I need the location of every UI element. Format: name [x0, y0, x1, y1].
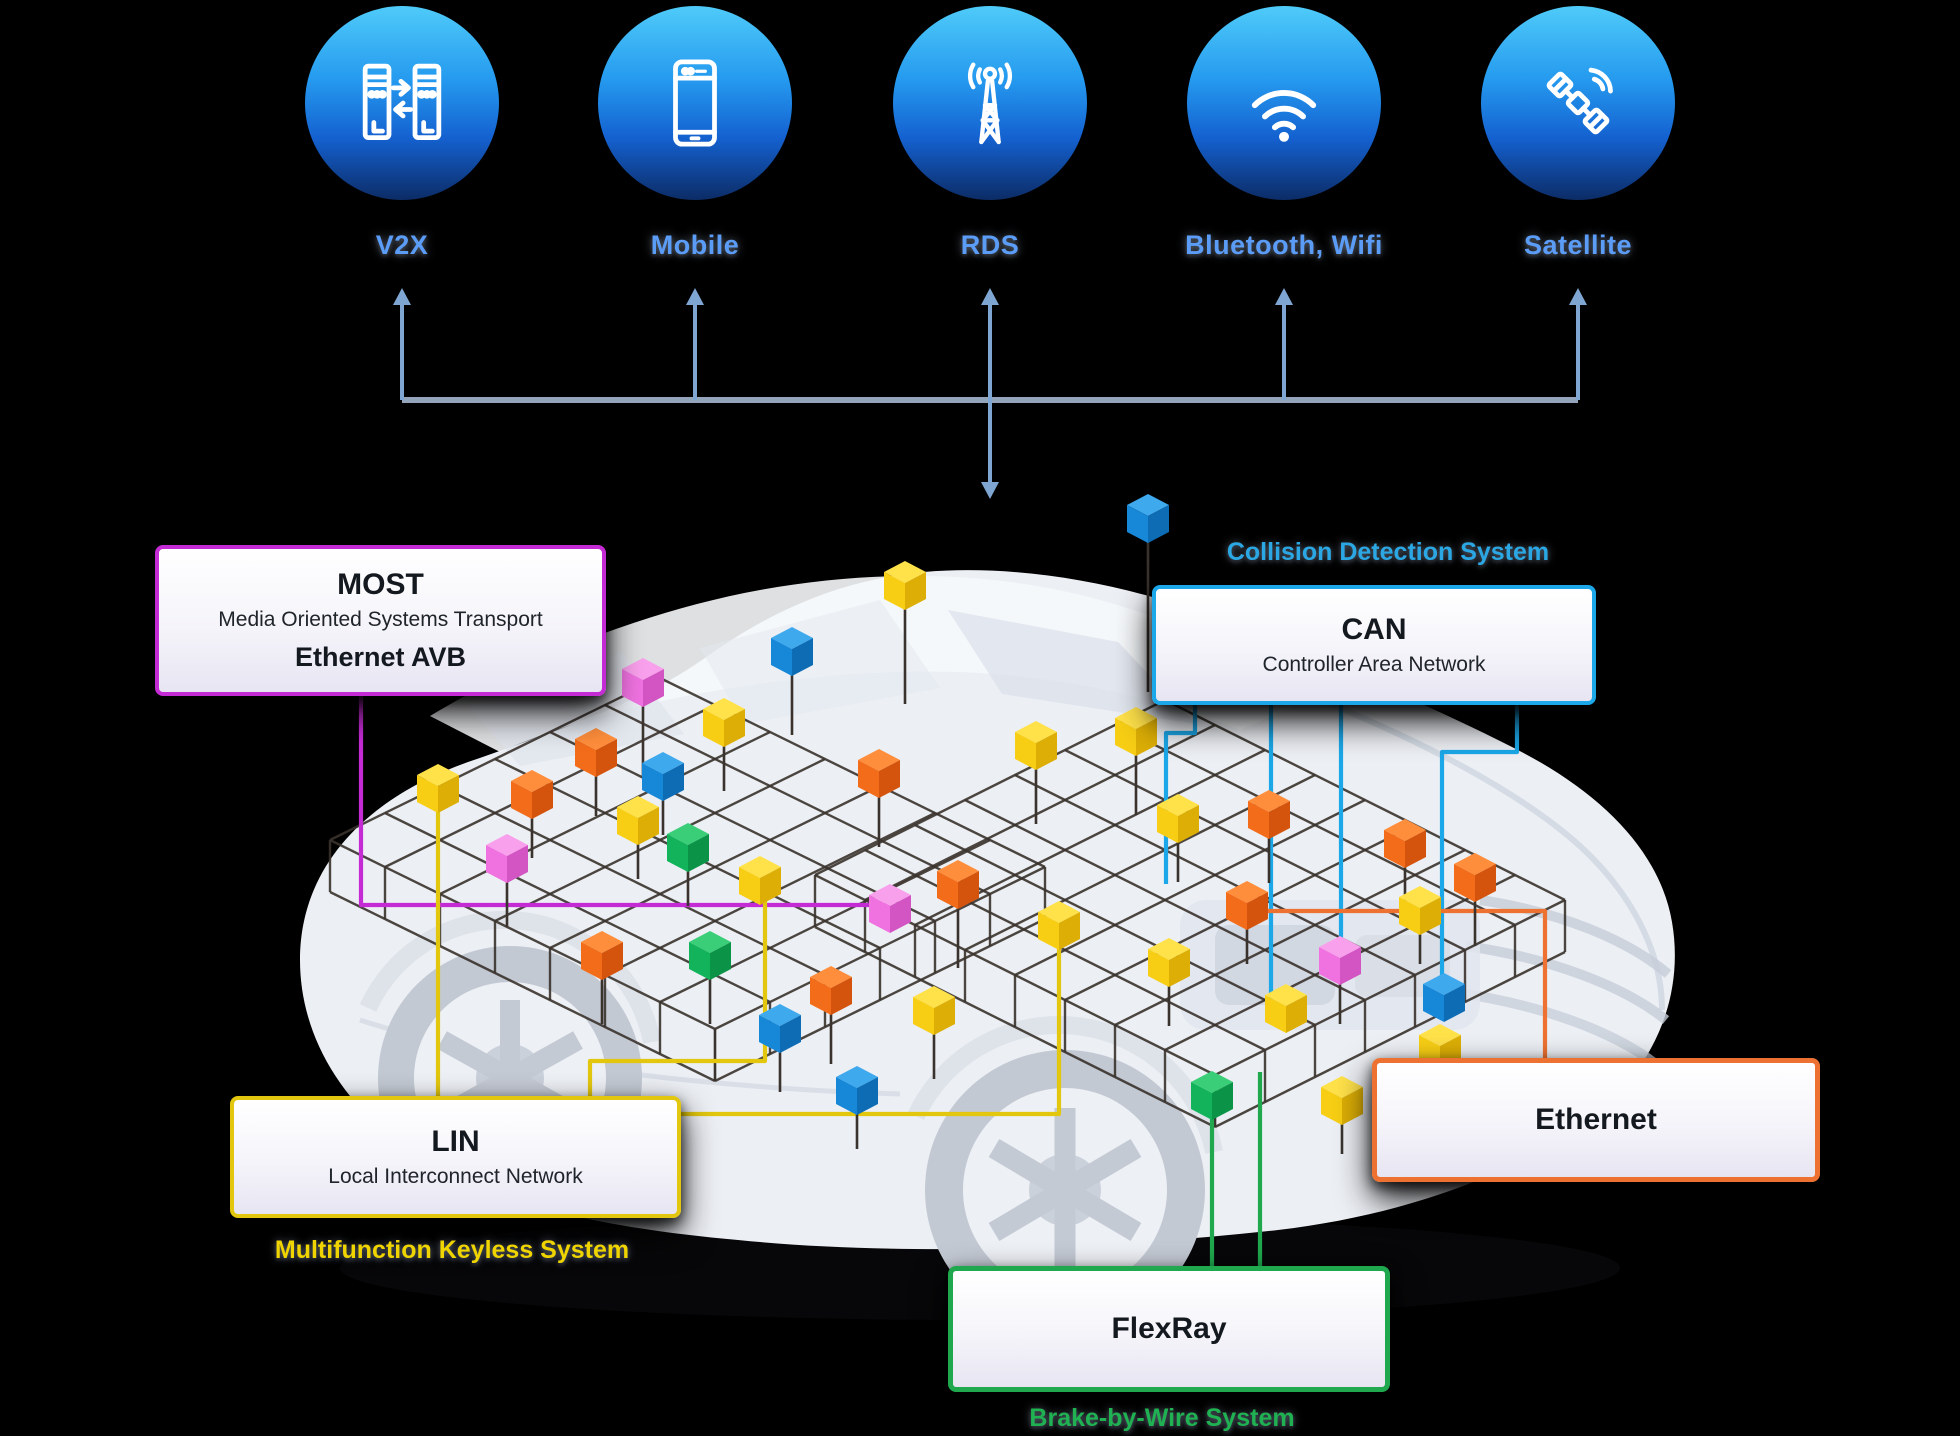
ethernet-box: Ethernet — [1372, 1058, 1820, 1182]
chip-label-satellite: Satellite — [1523, 230, 1633, 260]
flexray-box: FlexRay — [948, 1266, 1390, 1392]
front-wheel — [925, 1050, 1205, 1330]
lin-title: LIN — [431, 1125, 480, 1159]
brake-by-wire-label: Brake-by-Wire System — [1029, 1404, 1295, 1432]
lin-box: LIN Local Interconnect Network — [230, 1096, 681, 1218]
can-title: CAN — [1341, 613, 1407, 647]
wifi-icon — [1251, 90, 1317, 142]
ecu-node-cubes — [417, 494, 1496, 1154]
keyless-system-label: Multifunction Keyless System — [274, 1236, 630, 1264]
chip-label-bluetooth-wifi: Bluetooth, Wifi — [1185, 230, 1383, 260]
chip-mobile — [598, 6, 792, 200]
chip-v2x — [305, 6, 499, 200]
ethernet-title: Ethernet — [1535, 1102, 1657, 1136]
chip-rds — [893, 6, 1087, 200]
most-subtitle: Media Oriented Systems Transport — [218, 607, 543, 631]
collision-detection-label: Collision Detection System — [1226, 538, 1550, 566]
can-box: CAN Controller Area Network — [1152, 585, 1596, 705]
chip-label-rds: RDS — [960, 230, 1020, 260]
most-box: MOST Media Oriented Systems Transport Et… — [155, 545, 606, 696]
most-title: MOST — [337, 568, 424, 602]
satellite-icon — [1546, 67, 1613, 135]
v2x-icon — [362, 63, 442, 141]
chip-label-v2x: V2X — [375, 230, 429, 260]
can-subtitle: Controller Area Network — [1262, 652, 1486, 676]
rds-tower-icon — [967, 62, 1013, 145]
mobile-icon — [673, 59, 717, 147]
connectivity-tree-lines — [393, 288, 1587, 499]
lin-subtitle: Local Interconnect Network — [328, 1164, 583, 1188]
flexray-title: FlexRay — [1111, 1311, 1227, 1345]
most-extra: Ethernet AVB — [294, 641, 467, 672]
chip-label-mobile: Mobile — [650, 230, 740, 260]
chip-satellite — [1481, 6, 1675, 200]
chip-bluetooth-wifi — [1187, 6, 1381, 200]
